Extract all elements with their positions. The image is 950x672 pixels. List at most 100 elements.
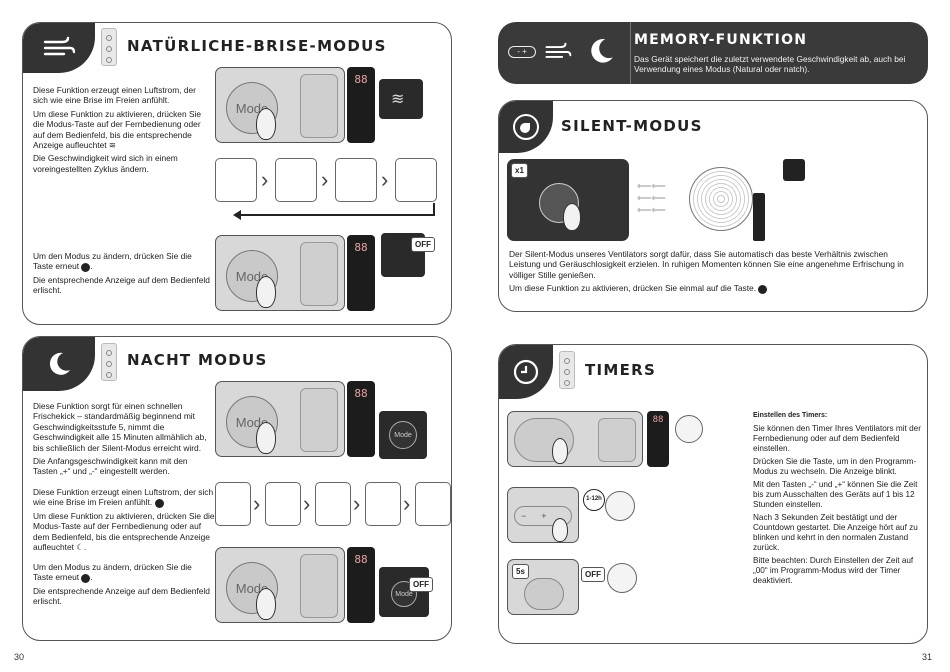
remote-control-thumbnail bbox=[559, 351, 575, 389]
five-seconds-badge: 5s bbox=[512, 564, 529, 579]
chevron-right-icon: › bbox=[353, 491, 361, 516]
finger-press bbox=[552, 438, 568, 464]
nacht-text-1: Diese Funktion sorgt für einen schnellen… bbox=[33, 401, 207, 453]
range-badge: 1-12h bbox=[583, 489, 605, 511]
timers-text-2: Drücken Sie die Taste, um in den Program… bbox=[753, 457, 917, 476]
finger-press bbox=[256, 588, 276, 620]
fan-cycle-step-1 bbox=[215, 482, 251, 526]
nacht-text-6: Die entsprechende Anzeige auf dem Bedien… bbox=[33, 585, 210, 607]
fan-display: 88 bbox=[647, 411, 669, 467]
memory-banner: - + MEMORY-FUNKTION Das Gerät speichert … bbox=[498, 22, 928, 84]
minus-plus-slider[interactable]: − + bbox=[514, 506, 572, 526]
timers-text-4: Nach 3 Sekunden Zeit bestätigt und der C… bbox=[753, 513, 918, 552]
nacht-header-icon-block bbox=[23, 337, 95, 391]
memory-text: Das Gerät speichert die zuletzt verwende… bbox=[634, 54, 906, 75]
nacht-instructions: Diese Funktion sorgt für einen schnellen… bbox=[33, 401, 213, 480]
wind-icon bbox=[545, 42, 572, 58]
memory-title: MEMORY-FUNKTION bbox=[634, 32, 808, 48]
finger-press bbox=[552, 518, 568, 542]
nacht-activate-scene: Mode bbox=[215, 381, 345, 457]
fan-cycle-step-5 bbox=[415, 482, 451, 526]
chevron-right-icon: › bbox=[321, 167, 329, 192]
wind-indicator-icon: ≋ bbox=[391, 91, 405, 108]
off-badge: OFF bbox=[411, 237, 435, 252]
chevron-right-icon: › bbox=[403, 491, 411, 516]
silent-text-block: Der Silent-Modus unseres Ventilators sor… bbox=[509, 249, 919, 297]
brise-text-1: Diese Funktion erzeugt einen Luftstrom, … bbox=[33, 85, 196, 106]
nacht-instructions-3: Um den Modus zu ändern, drücken Sie die … bbox=[33, 562, 213, 610]
airflow-arrows: ⟵⟵⟵⟵⟵⟵ bbox=[637, 181, 666, 216]
timers-title: TIMERS bbox=[585, 361, 657, 379]
nacht-text-4: Um diese Funktion zu aktivieren, drücken… bbox=[33, 510, 215, 553]
control-panel bbox=[300, 554, 338, 618]
silent-title: SILENT-MODUS bbox=[561, 117, 703, 135]
fan-cycle-step-3 bbox=[315, 482, 351, 526]
brise-text-3: Die Geschwindigkeit wird sich in einem v… bbox=[33, 153, 178, 174]
silent-mode-icon bbox=[513, 114, 539, 140]
control-panel bbox=[300, 74, 338, 138]
nacht-text-3: Diese Funktion erzeugt einen Luftstrom, … bbox=[33, 487, 214, 508]
nacht-deactivate-scene: Mode bbox=[215, 547, 345, 623]
timers-panel: TIMERS 88 − + 1-12h 5s OFF Einstellen de… bbox=[498, 344, 928, 644]
silent-text-2: Um diese Funktion zu aktivieren, drücken… bbox=[509, 283, 757, 294]
cycle-return-arrow bbox=[233, 203, 435, 220]
timers-text-block: Einstellen des Timers: Sie können den Ti… bbox=[753, 411, 923, 589]
nacht-instructions-2: Diese Funktion erzeugt einen Luftstrom, … bbox=[33, 487, 215, 553]
brise-deactivate-scene: Mode bbox=[215, 235, 345, 311]
chevron-right-icon: › bbox=[303, 491, 311, 516]
minus-plus-icon: - + bbox=[508, 46, 536, 58]
fan-display: 88 bbox=[347, 381, 375, 457]
silent-indicator-icon bbox=[783, 159, 805, 181]
moon-inline-icon: ☾ bbox=[76, 542, 84, 553]
fan-cycle-step-3 bbox=[335, 158, 377, 202]
fan-display: 88 bbox=[347, 547, 375, 623]
brise-text-4: Um den Modus zu ändern, drücken Sie die … bbox=[33, 251, 192, 272]
brise-instructions: Diese Funktion erzeugt einen Luftstrom, … bbox=[33, 85, 213, 177]
nacht-text-2: Die Anfangsgeschwindigkeit kann mit den … bbox=[33, 456, 188, 477]
timer-scene-3: 5s bbox=[507, 559, 579, 615]
mode-inline-icon bbox=[154, 498, 164, 508]
fan-head-small bbox=[607, 563, 637, 593]
brise-mode-panel: NATÜRLICHE-BRISE-MODUS Diese Funktion er… bbox=[22, 22, 452, 325]
off-badge: OFF bbox=[409, 577, 433, 592]
silent-button-scene: x1 bbox=[507, 159, 629, 241]
silent-inline-icon bbox=[758, 284, 768, 294]
silent-mode-panel: SILENT-MODUS x1 ⟵⟵⟵⟵⟵⟵ Der Silent-Modus … bbox=[498, 100, 928, 312]
timer-button bbox=[524, 578, 564, 610]
nacht-mode-panel: NACHT MODUS Diese Funktion sorgt für ein… bbox=[22, 336, 452, 641]
control-panel bbox=[300, 388, 338, 452]
wind-inline-icon: ≋ bbox=[108, 140, 116, 151]
brise-text-2: Um diese Funktion zu aktivieren, drücken… bbox=[33, 108, 202, 151]
timers-text-3: Mit den Tasten „-“ und „+“ können Sie di… bbox=[753, 480, 918, 509]
fan-cycle-step-2 bbox=[275, 158, 317, 202]
remote-control-thumbnail bbox=[101, 28, 117, 66]
control-panel bbox=[300, 242, 338, 306]
moon-icon bbox=[591, 39, 613, 63]
fan-head-small bbox=[675, 415, 703, 443]
brise-header-icon-block bbox=[23, 23, 95, 73]
timer-scene-1 bbox=[507, 411, 643, 467]
mode-inline-icon bbox=[81, 262, 91, 272]
clock-icon bbox=[513, 359, 539, 385]
control-panel bbox=[598, 418, 636, 462]
mode-inline-icon bbox=[81, 573, 91, 583]
silent-text-1: Der Silent-Modus unseres Ventilators sor… bbox=[509, 249, 904, 280]
timer-scene-2: − + bbox=[507, 487, 579, 543]
page-number-left: 30 bbox=[14, 652, 25, 662]
moon-icon bbox=[49, 352, 70, 375]
remote-control-thumbnail bbox=[101, 343, 117, 381]
fan-display: 88 bbox=[347, 235, 375, 311]
fan-display: 88 bbox=[347, 67, 375, 143]
brise-activate-scene: Mode bbox=[215, 67, 345, 143]
timers-text-5: Bitte beachten: Durch Einstellen der Zei… bbox=[753, 556, 914, 585]
wind-icon bbox=[43, 36, 76, 56]
chevron-right-icon: › bbox=[253, 491, 261, 516]
nacht-mode-box: Mode bbox=[379, 411, 427, 459]
silent-fan-scene: ⟵⟵⟵⟵⟵⟵ bbox=[633, 159, 807, 241]
nacht-text-5: Um den Modus zu ändern, drücken Sie die … bbox=[33, 562, 192, 583]
fan-head-small bbox=[605, 491, 635, 521]
finger-press bbox=[256, 276, 276, 308]
fan-cycle-step-1 bbox=[215, 158, 257, 202]
brise-title: NATÜRLICHE-BRISE-MODUS bbox=[127, 37, 387, 55]
timers-subtitle: Einstellen des Timers: bbox=[753, 412, 828, 419]
